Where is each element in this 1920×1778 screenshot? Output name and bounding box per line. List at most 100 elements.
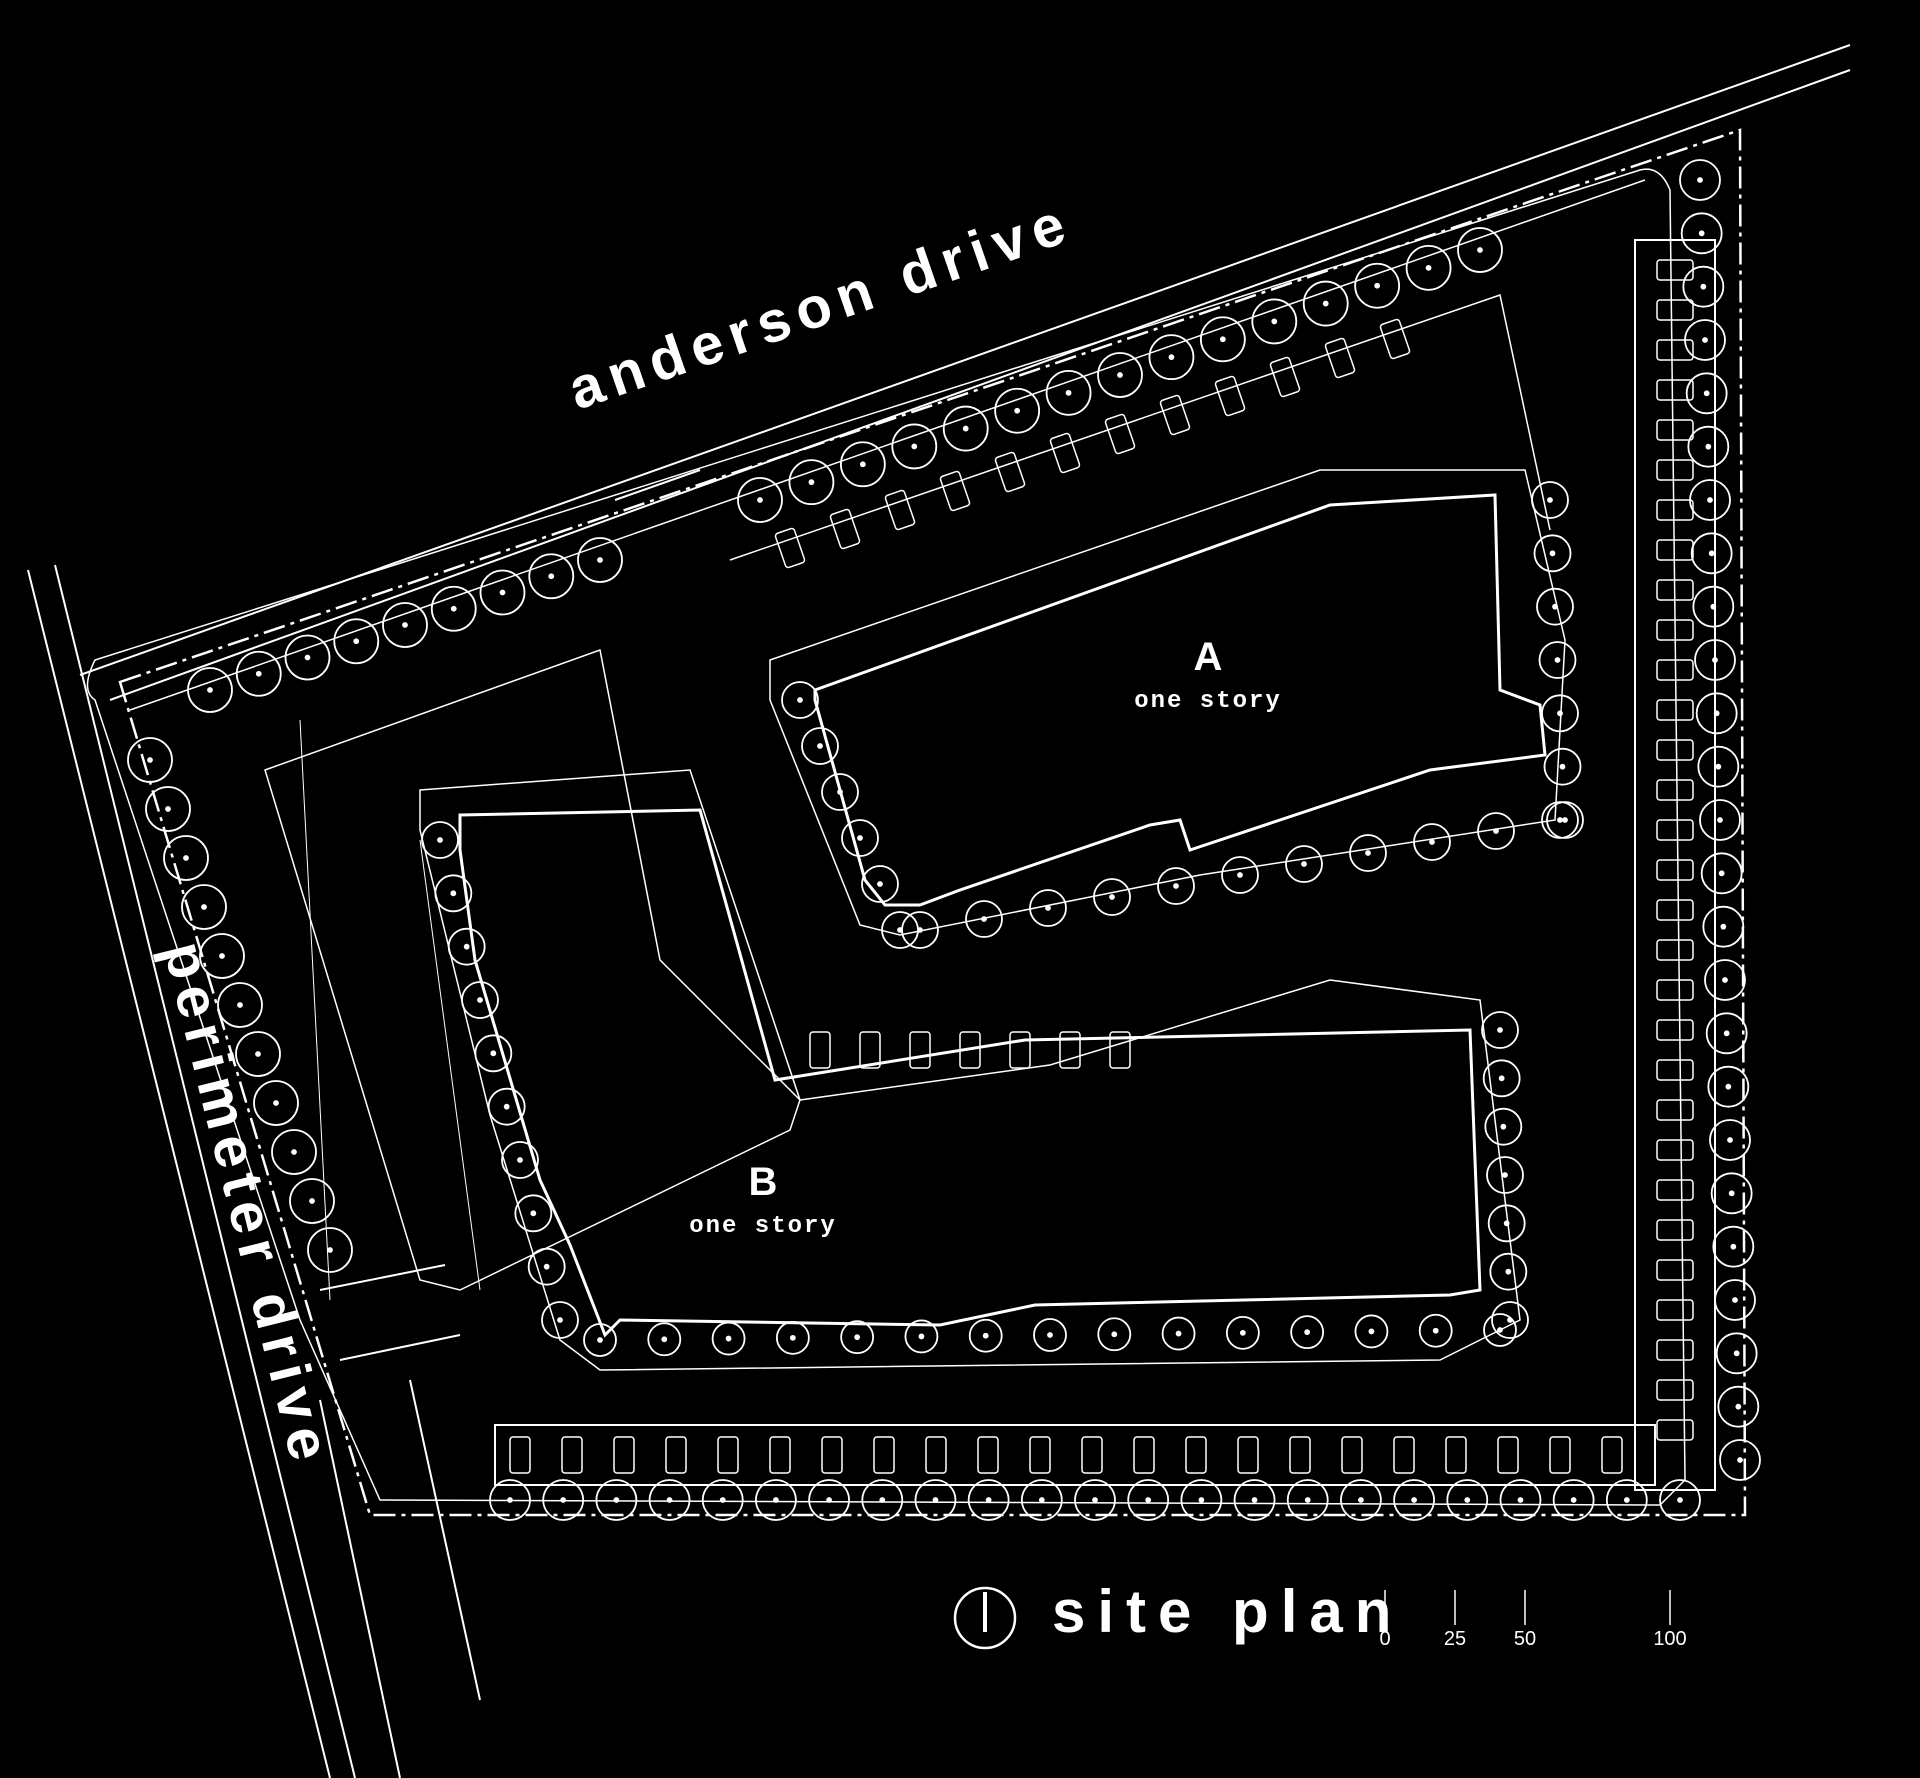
perimeter-drive-edge — [319, 1399, 401, 1778]
tree-icon — [583, 1323, 617, 1357]
parked-car-icon — [1049, 432, 1081, 474]
parked-car-icon — [909, 1031, 931, 1069]
tree-icon — [1692, 585, 1735, 628]
tree-icon — [1418, 1313, 1453, 1348]
tree-icon — [1180, 1479, 1223, 1521]
east-parking-strip — [1634, 239, 1716, 1491]
perimeter-drive-edge — [54, 564, 356, 1778]
parked-car-icon — [939, 470, 971, 512]
tree-icon — [901, 911, 939, 949]
tree-icon — [235, 1031, 281, 1077]
tree-icon — [514, 1194, 553, 1233]
parked-car-icon — [977, 1436, 999, 1474]
tree-icon — [1285, 845, 1323, 883]
tree-icon — [1695, 692, 1738, 735]
tree-icon — [577, 537, 623, 583]
tree-icon — [461, 981, 499, 1019]
tree-icon — [1690, 532, 1733, 575]
trees-group — [127, 159, 1761, 1521]
tree-icon — [788, 459, 835, 506]
scale-tick-0: 0 — [1379, 1628, 1391, 1650]
parked-car-icon — [774, 527, 806, 569]
entry-drive-north — [614, 469, 701, 501]
tree-icon — [801, 727, 839, 765]
parked-car-icon — [1133, 1436, 1155, 1474]
tree-icon — [1482, 1059, 1521, 1098]
parked-car-icon — [1656, 779, 1694, 801]
tree-icon — [1161, 1316, 1196, 1351]
tree-icon — [284, 634, 331, 681]
tree-icon — [181, 884, 227, 930]
tree-icon — [145, 786, 191, 832]
site-plan-title: site plan — [1052, 1578, 1404, 1645]
parked-car-icon — [1341, 1436, 1363, 1474]
tree-icon — [487, 1087, 526, 1126]
tree-icon — [968, 1318, 1003, 1353]
tree-icon — [1221, 856, 1259, 894]
parked-car-icon — [1656, 1059, 1694, 1081]
parked-car-icon — [1656, 1339, 1694, 1361]
parked-car-icon — [1656, 619, 1694, 641]
tree-icon — [841, 819, 879, 857]
tree-icon — [648, 1479, 691, 1521]
parked-car-icon — [925, 1436, 947, 1474]
tree-icon — [1605, 1479, 1648, 1521]
tree-icon — [479, 569, 526, 616]
parked-car-icon — [1289, 1436, 1311, 1474]
tree-icon — [914, 1479, 957, 1521]
parked-car-icon — [1656, 659, 1694, 681]
parked-car-icon — [1109, 1031, 1131, 1069]
tree-icon — [1486, 1156, 1524, 1194]
parked-car-icon — [1379, 318, 1411, 360]
tree-icon — [1286, 1479, 1329, 1521]
parked-car-icon — [1656, 1419, 1694, 1441]
parked-car-icon — [1081, 1436, 1103, 1474]
building-a-footprint — [813, 493, 1547, 907]
scale-tick-50: 50 — [1513, 1628, 1537, 1650]
tree-icon — [1541, 694, 1579, 733]
tree-icon — [1148, 334, 1195, 381]
parked-car-icon — [1656, 1179, 1694, 1201]
tree-icon — [1702, 905, 1745, 948]
parked-car-icon — [1656, 1259, 1694, 1281]
drive-aisle — [299, 719, 331, 1301]
building-b-stories: one story — [689, 1213, 837, 1240]
tree-icon — [904, 1319, 939, 1354]
tree-icon — [711, 1321, 746, 1356]
tree-icon — [775, 1320, 810, 1355]
tree-icon — [1499, 1479, 1542, 1521]
building-a-stories: one story — [1134, 688, 1282, 715]
tree-icon — [527, 1247, 566, 1286]
entry-drive — [319, 1264, 446, 1291]
parked-car-icon — [1029, 1436, 1051, 1474]
parked-car-icon — [1059, 1031, 1081, 1069]
parked-car-icon — [1104, 413, 1136, 455]
tree-icon — [1715, 1332, 1758, 1375]
tree-icon — [1682, 265, 1725, 308]
tree-icon — [1700, 852, 1743, 895]
tree-icon — [1685, 372, 1728, 415]
tree-icon — [430, 585, 477, 632]
tree-icon — [1127, 1479, 1170, 1521]
property-line — [118, 128, 1747, 1517]
tree-icon — [1074, 1479, 1116, 1521]
parked-car-icon — [1656, 419, 1694, 441]
tree-icon — [187, 667, 233, 713]
parked-car-icon — [1549, 1436, 1571, 1474]
scale-bar — [1384, 1590, 1671, 1625]
tree-icon — [528, 553, 575, 600]
tree-icon — [235, 650, 282, 697]
perimeter-drive-edge — [27, 569, 331, 1778]
tree-icon — [1531, 481, 1569, 519]
tree-icon — [1536, 587, 1574, 626]
tree-icon — [965, 900, 1003, 938]
tree-icon — [1483, 1313, 1517, 1347]
tree-icon — [1302, 280, 1349, 327]
tree-icon — [1097, 1317, 1132, 1352]
tree-icon — [541, 1301, 579, 1339]
parked-car-icon — [1656, 699, 1694, 721]
tree-icon — [1533, 534, 1572, 573]
tree-icon — [1680, 212, 1723, 255]
tree-icon — [1199, 316, 1246, 363]
